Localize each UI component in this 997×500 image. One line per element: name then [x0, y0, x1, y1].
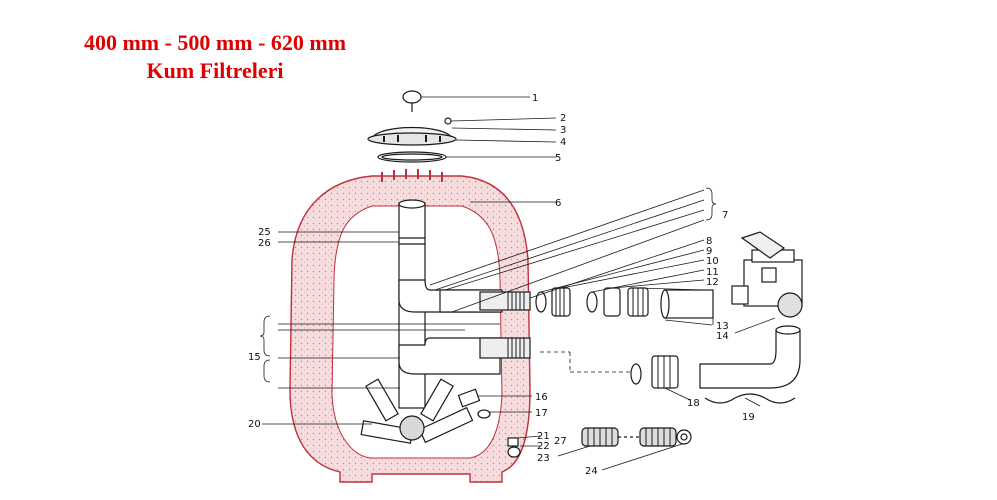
internal-collector	[360, 199, 531, 444]
label-8: 8	[706, 236, 712, 247]
label-18: 18	[687, 398, 700, 409]
label-6: 6	[555, 198, 561, 209]
label-9: 9	[706, 246, 712, 257]
title-line-1: 400 mm - 500 mm - 620 mm	[83, 30, 347, 55]
label-1: 1	[532, 93, 538, 104]
label-14: 14	[716, 331, 729, 342]
part-number-labels: 1 2 3 4 5 6 7 8 9 10 11 12 13 14 15 16 1…	[248, 93, 755, 477]
label-12: 12	[706, 277, 719, 288]
label-5: 5	[555, 153, 561, 164]
upper-fittings	[535, 287, 714, 319]
label-25: 25	[258, 227, 271, 238]
label-26: 26	[258, 238, 271, 249]
label-10: 10	[706, 256, 719, 267]
sight-glass-parts	[507, 427, 692, 458]
label-21: 21	[537, 431, 550, 442]
label-19: 19	[742, 412, 755, 423]
title-line-2: Kum Filtreleri	[146, 58, 284, 83]
leader-lines	[259, 96, 776, 471]
label-3: 3	[560, 125, 566, 136]
label-7: 7	[722, 210, 728, 221]
label-11: 11	[706, 267, 719, 278]
label-23: 23	[537, 453, 550, 464]
lower-fittings	[630, 325, 801, 404]
label-13: 13	[716, 321, 729, 332]
label-2: 2	[560, 113, 566, 124]
label-22: 22	[537, 441, 550, 452]
lid-assembly	[367, 90, 457, 163]
label-27: 27	[554, 436, 567, 447]
label-4: 4	[560, 137, 566, 148]
label-16: 16	[535, 392, 548, 403]
label-17: 17	[535, 408, 548, 419]
label-20: 20	[248, 419, 261, 430]
multiport-valve	[731, 231, 803, 318]
label-24: 24	[585, 466, 598, 477]
label-15: 15	[248, 352, 261, 363]
